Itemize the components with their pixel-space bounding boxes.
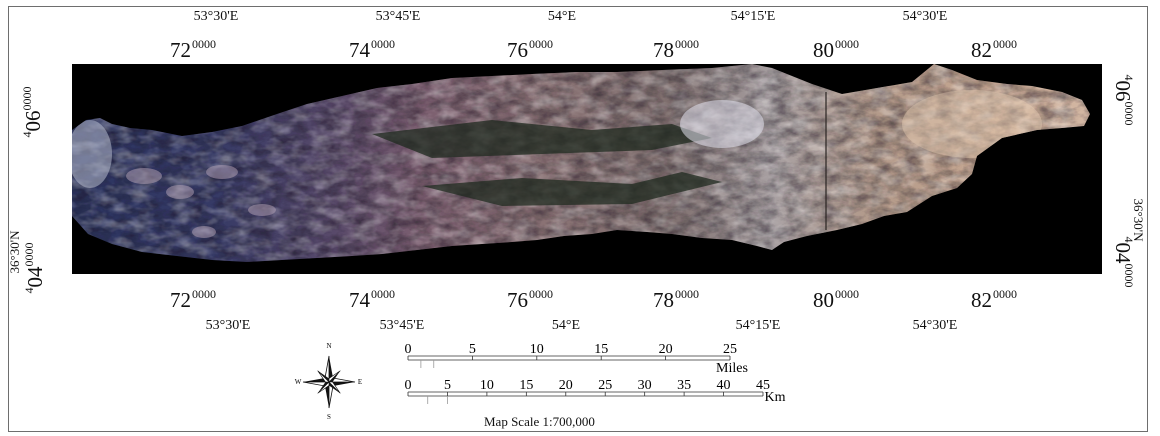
top-utm-label: 740000 [349,37,395,62]
compass-e: E [358,378,362,386]
top-utm-label: 780000 [653,37,699,62]
miles-tick-label: 0 [405,342,412,357]
miles-tick-label: 5 [469,342,476,357]
km-tick-label: 45 [756,378,770,393]
right-utm-top-label: 4060000 [1111,74,1136,126]
km-tick-label: 30 [638,378,652,393]
left-dms-label: 36°30'N [7,230,22,274]
map-frame [8,6,1148,432]
map-scale-text: Map Scale 1:700,000 [484,414,595,429]
bottom-dms-label: 53°30'E [205,318,251,333]
compass-n: N [326,342,331,350]
compass-w: W [295,378,302,386]
bottom-utm-label: 780000 [653,287,699,312]
top-utm-label: 820000 [971,37,1017,62]
compass-s: S [327,413,331,420]
bottom-utm-label: 820000 [971,287,1017,312]
miles-tick-label: 20 [659,342,673,357]
satellite-imagery [72,64,1102,274]
miles-unit: Miles [716,361,748,376]
bottom-utm-label: 740000 [349,287,395,312]
km-tick-label: 20 [559,378,573,393]
miles-tick-label: 10 [530,342,544,357]
km-tick-label: 5 [444,378,451,393]
km-unit: Km [765,390,786,405]
km-tick-label: 40 [717,378,731,393]
top-dms-label: 54°15'E [730,9,776,24]
top-utm-label: 760000 [507,37,553,62]
bottom-dms-label: 54°E [551,318,581,333]
right-utm-bottom-label: 4040000 [1111,236,1136,288]
left-utm-top-label: 4060000 [20,86,45,138]
left-utm-bottom-label: 4040000 [22,242,47,294]
km-tick-label: 0 [405,378,412,393]
bottom-dms-label: 54°30'E [912,318,958,333]
bottom-dms-label: 53°45'E [379,318,425,333]
top-utm-label: 800000 [813,37,859,62]
top-dms-label: 53°45'E [375,9,421,24]
miles-tick-label: 15 [594,342,608,357]
top-dms-label: 53°30'E [193,9,239,24]
top-utm-label: 720000 [170,37,216,62]
miles-tick-label: 25 [723,342,737,357]
km-tick-label: 25 [598,378,612,393]
bottom-utm-label: 800000 [813,287,859,312]
km-tick-label: 35 [677,378,691,393]
km-tick-label: 10 [480,378,494,393]
bottom-utm-label: 760000 [507,287,553,312]
bottom-utm-label: 720000 [170,287,216,312]
top-dms-label: 54°E [547,9,577,24]
top-dms-label: 54°30'E [902,9,948,24]
satellite-map [72,64,1102,274]
km-tick-label: 15 [519,378,533,393]
compass-rose-icon: N S E W [295,342,362,420]
bottom-dms-label: 54°15'E [735,318,781,333]
